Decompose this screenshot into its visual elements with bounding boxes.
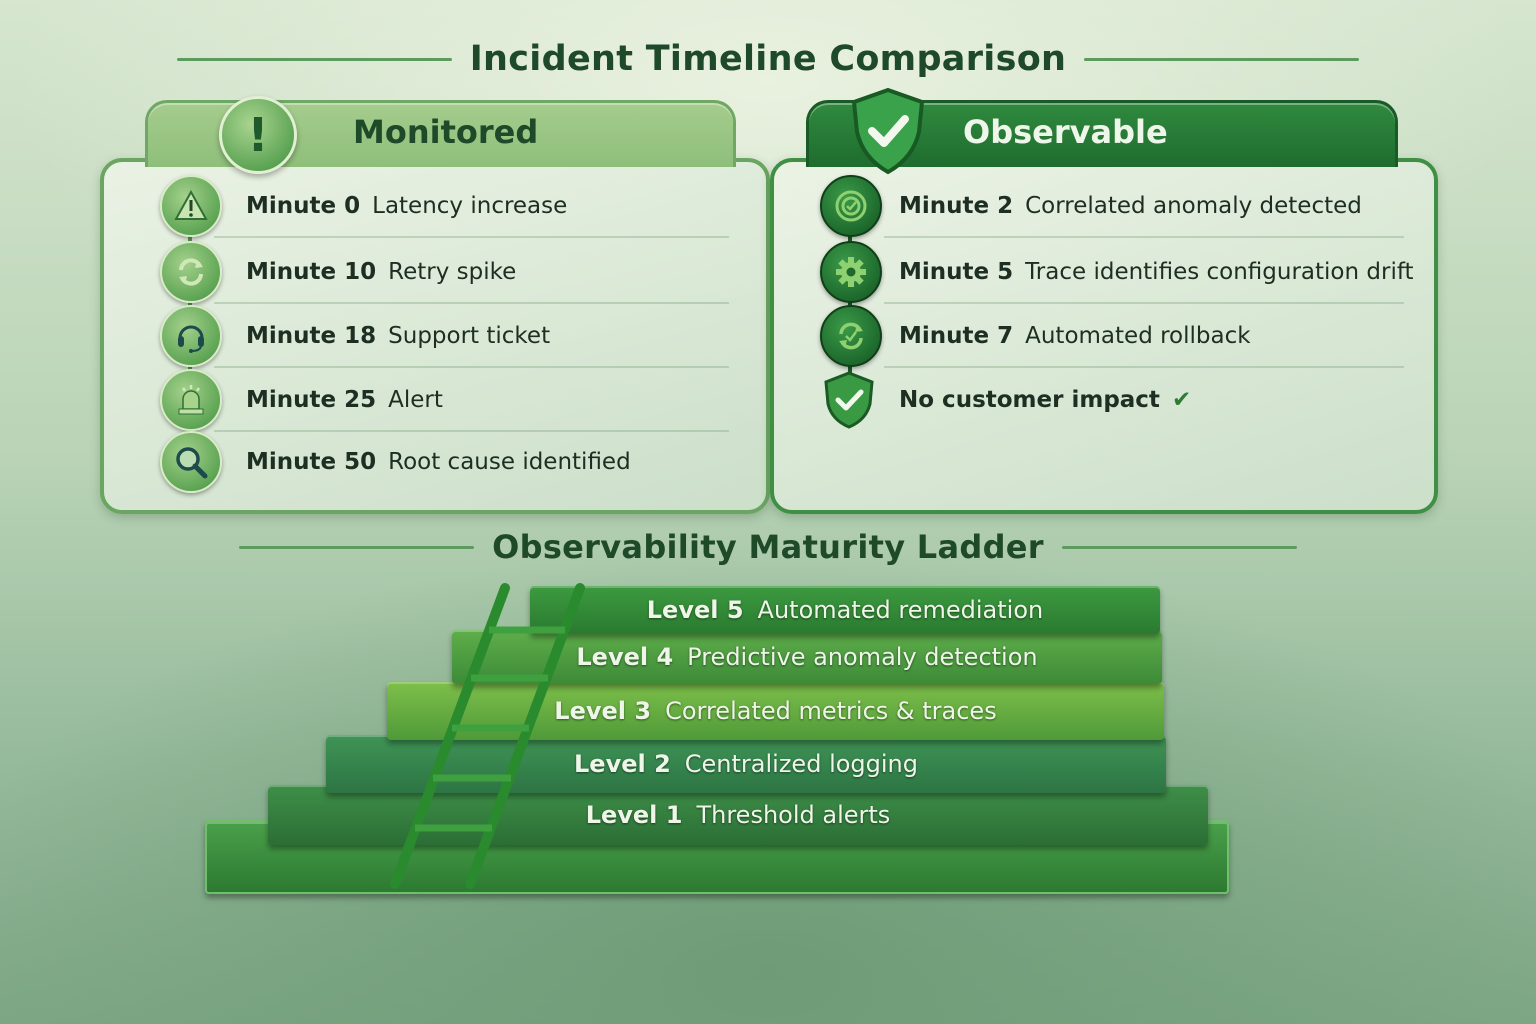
title-rule-left — [176, 57, 452, 61]
level-number: Level 4 — [576, 643, 674, 671]
headset-icon — [160, 305, 222, 367]
row-divider — [884, 302, 1404, 304]
observable-event-row: Minute 5 Trace identifies configuration d… — [774, 240, 1434, 304]
monitored-event-row: Minute 18 Support ticket — [104, 304, 766, 368]
level-description: Predictive anomaly detection — [687, 643, 1038, 671]
observable-event-row: No customer impact ✔ — [774, 368, 1434, 432]
gear-icon — [820, 241, 882, 303]
event-minute: Minute 18 — [246, 323, 377, 349]
row-divider — [214, 366, 729, 368]
ladder-title-text: Observability Maturity Ladder — [492, 528, 1044, 566]
event-description: Automated rollback — [1025, 323, 1251, 349]
check-icon: ✔ — [1171, 387, 1192, 413]
ladder-icon — [390, 583, 585, 889]
ladder-level-5: Level 5 Automated remediation — [530, 586, 1160, 634]
row-divider — [884, 366, 1404, 368]
row-divider — [884, 236, 1404, 238]
no-impact-text: No customer impact — [899, 387, 1160, 413]
event-minute: Minute 0 — [246, 193, 361, 219]
monitored-event-row: Minute 0 Latency increase — [104, 174, 766, 238]
magnifier-icon — [160, 431, 222, 493]
title-rule-right — [1061, 545, 1297, 549]
event-minute: Minute 5 — [899, 259, 1014, 285]
level-description: Centralized logging — [684, 750, 918, 778]
monitored-event-row: Minute 25 Alert — [104, 368, 766, 432]
event-minute: Minute 25 — [246, 387, 377, 413]
alarm-siren-icon — [160, 369, 222, 431]
event-description: Correlated anomaly detected — [1025, 193, 1362, 219]
sync-check-icon — [820, 305, 882, 367]
monitored-event-row: Minute 50 Root cause identified — [104, 430, 766, 494]
observable-label: Observable — [963, 113, 1168, 151]
level-number: Level 2 — [574, 750, 671, 778]
event-minute: Minute 50 — [246, 449, 377, 475]
level-number: Level 1 — [585, 801, 683, 829]
event-description: Root cause identified — [388, 449, 631, 475]
shield-check-icon — [851, 87, 925, 175]
row-divider — [214, 430, 729, 432]
event-description: Latency increase — [372, 193, 568, 219]
level-description: Correlated metrics & traces — [665, 697, 997, 725]
row-divider — [214, 236, 729, 238]
level-number: Level 5 — [646, 596, 744, 624]
shield-check-icon — [820, 371, 878, 429]
monitored-label: Monitored — [353, 113, 539, 151]
event-description: Trace identifies configuration drift — [1025, 259, 1414, 285]
exclamation-icon: ! — [219, 96, 297, 174]
ladder-level-4: Level 4 Predictive anomaly detection — [452, 630, 1162, 684]
event-description: Support ticket — [388, 323, 551, 349]
observable-event-row: Minute 2 Correlated anomaly detected — [774, 174, 1434, 238]
timeline-title-text: Incident Timeline Comparison — [469, 39, 1067, 79]
event-description: Alert — [388, 387, 443, 413]
ladder-title: Observability Maturity Ladder — [0, 523, 1536, 571]
target-check-icon — [820, 175, 882, 237]
level-description: Threshold alerts — [696, 801, 891, 829]
observable-card: Minute 2 Correlated anomaly detected Minu… — [770, 158, 1438, 514]
level-description: Automated remediation — [757, 596, 1044, 624]
event-description: Retry spike — [388, 259, 517, 285]
row-divider — [214, 302, 729, 304]
event-minute: Minute 7 — [899, 323, 1014, 349]
observable-event-row: Minute 7 Automated rollback — [774, 304, 1434, 368]
event-minute: Minute 10 — [246, 259, 377, 285]
title-rule-right — [1084, 57, 1360, 61]
monitored-event-row: Minute 10 Retry spike — [104, 240, 766, 304]
monitored-card: Minute 0 Latency increase Minute 10 Retry … — [100, 158, 770, 514]
retry-arrows-icon — [160, 241, 222, 303]
ladder-level-2: Level 2 Centralized logging — [326, 735, 1166, 793]
level-number: Level 3 — [554, 697, 652, 725]
timeline-title: Incident Timeline Comparison — [0, 34, 1536, 84]
warning-triangle-icon — [160, 175, 222, 237]
event-minute: Minute 2 — [899, 193, 1014, 219]
title-rule-left — [239, 545, 475, 549]
